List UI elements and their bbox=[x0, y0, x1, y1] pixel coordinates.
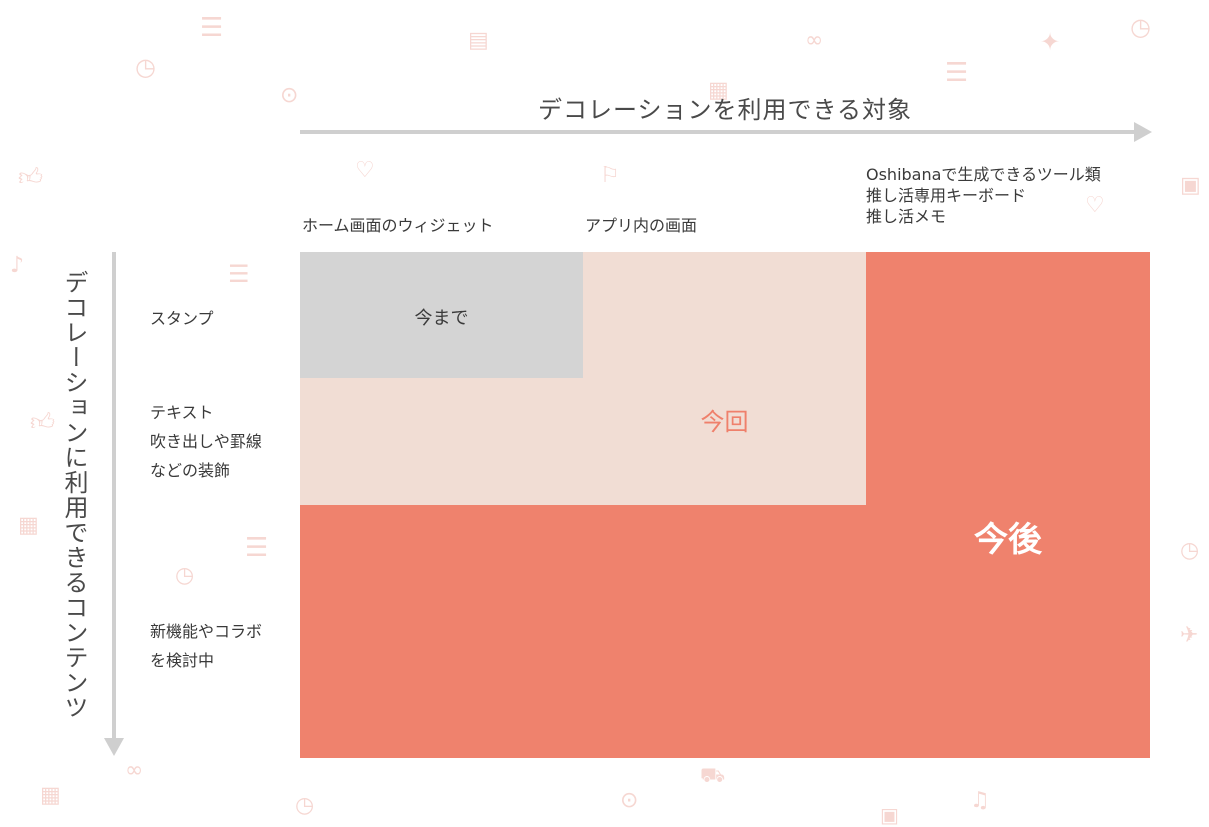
binoculars-icon: ∞ bbox=[805, 28, 824, 53]
calendar-icon: ▦ bbox=[708, 78, 729, 103]
list-icon: ☰ bbox=[245, 533, 269, 563]
calendar-icon: ▦ bbox=[40, 783, 61, 808]
cart-icon: ⛟ bbox=[700, 763, 726, 787]
region-future-label: 今後 bbox=[974, 520, 1042, 560]
column-label-in-app-screen: アプリ内の画面 bbox=[585, 216, 698, 235]
column-label-widget: ホーム画面のウィジェット bbox=[302, 216, 494, 235]
image-icon: ▣ bbox=[1180, 173, 1201, 198]
list-icon: ☰ bbox=[200, 13, 224, 43]
play-icon: ⊙ bbox=[620, 788, 639, 813]
row-label-stamp: スタンプ bbox=[150, 309, 214, 328]
calendar-icon: ▦ bbox=[18, 513, 39, 538]
x-axis-arrowhead bbox=[1134, 122, 1152, 142]
clock-icon: ◷ bbox=[295, 793, 315, 818]
region-past bbox=[300, 252, 583, 378]
region-past-label: 今まで bbox=[414, 308, 469, 329]
star-icon: ✦ bbox=[1040, 28, 1061, 56]
music-icon: ♪ bbox=[10, 253, 25, 278]
y-axis-arrowhead bbox=[104, 738, 124, 756]
list-icon: ☰ bbox=[228, 260, 250, 288]
thumbs-up-icon: 👍︎ bbox=[18, 163, 44, 191]
document-icon: ▤ bbox=[468, 28, 489, 53]
y-axis-arrow-line bbox=[112, 252, 116, 740]
x-axis-arrow-line bbox=[300, 130, 1138, 134]
bird-icon: ✈ bbox=[1180, 623, 1199, 648]
clock-icon: ◷ bbox=[1180, 538, 1200, 563]
heart-icon: ♡ bbox=[1085, 193, 1105, 218]
bell-icon: ♫ bbox=[970, 788, 990, 813]
clock-icon: ◷ bbox=[135, 53, 156, 81]
y-axis-title: デコレーションに利用できるコンテンツ bbox=[60, 270, 88, 720]
binoculars-icon: ∞ bbox=[125, 758, 144, 783]
clock-icon: ◷ bbox=[1130, 13, 1151, 41]
play-icon: ⊙ bbox=[280, 83, 299, 108]
heart-icon: ♡ bbox=[355, 158, 375, 183]
x-axis-title: デコレーションを利用できる対象 bbox=[537, 96, 913, 124]
thumbs-up-icon: 👍︎ bbox=[30, 408, 56, 436]
image-icon: ▣ bbox=[880, 803, 899, 827]
row-label-new-features: 新機能やコラボ を検討中 bbox=[150, 622, 263, 670]
list-icon: ☰ bbox=[945, 58, 969, 88]
row-label-text-decoration: テキスト 吹き出しや罫線 などの装飾 bbox=[150, 403, 262, 480]
clock-icon: ◷ bbox=[175, 563, 195, 588]
column-label-tools: Oshibanaで生成できるツール類 推し活専用キーボード 推し活メモ bbox=[866, 165, 1101, 226]
flag-icon: ⚐ bbox=[600, 163, 620, 188]
region-current-label: 今回 bbox=[700, 408, 749, 436]
